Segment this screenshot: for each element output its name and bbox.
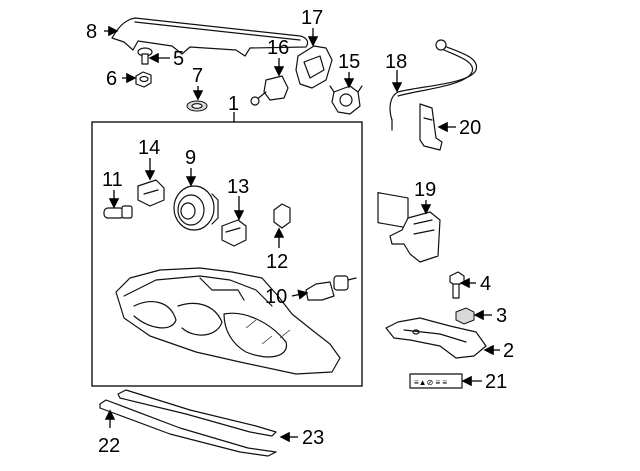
part-17-socket-bracket [295,45,333,89]
part-4-bolt [449,271,465,299]
part-18-ballast-harness [377,39,478,229]
part-2-support-bracket [385,317,487,359]
callout-14: 14 [138,137,160,159]
part-19-control-module [389,211,441,263]
part-5-screw [137,47,153,65]
callout-9: 9 [185,147,196,169]
part-11-bulb [103,205,133,219]
part-7-grommet [186,100,208,112]
callout-4: 4 [480,273,491,295]
callout-6: 6 [106,68,117,90]
callout-17: 17 [301,7,323,29]
headlamp-assembly-frame [91,121,363,387]
part-12-bulb [273,203,291,229]
callout-18: 18 [385,51,407,73]
callout-8: 8 [86,21,97,43]
callout-10: 10 [265,286,287,308]
part-6-nut [135,71,152,88]
callout-21: 21 [485,371,507,393]
callout-5: 5 [173,48,184,70]
callout-23: 23 [302,427,324,449]
part-13-socket [221,219,247,247]
callout-13: 13 [227,176,249,198]
part-20-ballast-bracket [419,103,443,151]
part-8-upper-bracket [111,17,309,57]
callout-15: 15 [338,51,360,73]
callout-22: 22 [98,435,120,457]
part-16-bulb [250,75,289,106]
part-3-clip [455,307,475,325]
svg-text:≡▲⊘ ≡ ≡: ≡▲⊘ ≡ ≡ [414,378,447,387]
callout-16: 16 [267,37,289,59]
headlamp-housing [115,267,341,375]
part-23-trim-strip [117,389,277,437]
part-21-warning-label: ≡▲⊘ ≡ ≡ [409,373,463,389]
callout-12: 12 [266,251,288,273]
part-15-socket [329,85,363,115]
part-9-lens-ring [173,185,219,231]
callout-1: 1 [228,93,239,115]
part-10-bulb [305,275,357,301]
callout-2: 2 [503,340,514,362]
callout-20: 20 [459,117,481,139]
part-22-trim-strip [99,399,277,457]
part-14-socket [137,179,165,207]
callout-7: 7 [192,65,203,87]
callout-11: 11 [102,169,123,191]
callout-3: 3 [496,305,507,327]
callout-19: 19 [414,179,436,201]
